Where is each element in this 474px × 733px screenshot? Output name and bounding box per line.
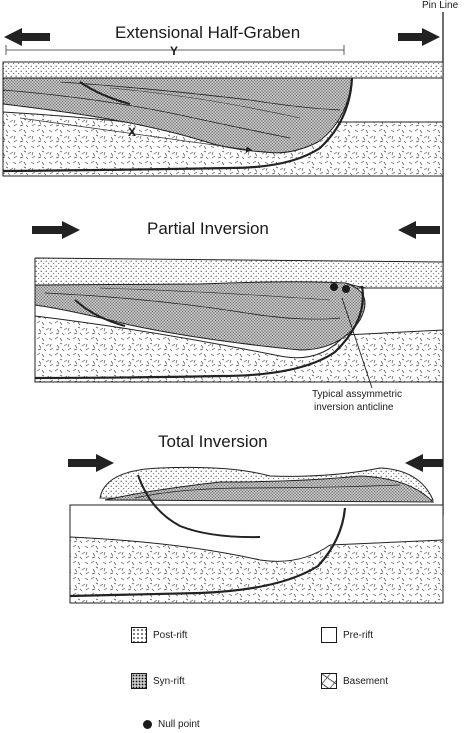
legend-item-syn-rift: Syn-rift bbox=[131, 673, 185, 689]
antithetic-fault bbox=[79, 81, 131, 105]
pre-rift-swatch bbox=[321, 627, 337, 643]
legend-item-null-point: Null point bbox=[143, 719, 200, 730]
legend-item-pre-rift: Pre-rift bbox=[321, 627, 373, 643]
null-point-marker bbox=[330, 283, 338, 291]
basement-swatch bbox=[321, 673, 337, 689]
antithetic-fault bbox=[74, 299, 126, 327]
syn-rift-wedge bbox=[34, 281, 366, 351]
basement-block bbox=[69, 536, 444, 604]
null-point-icon bbox=[143, 720, 152, 729]
total-panel: Total Inversion bbox=[68, 432, 444, 604]
legend-label-post-rift: Post-rift bbox=[153, 629, 188, 641]
arrow-right-icon bbox=[398, 28, 440, 46]
post-rift-layer bbox=[2, 61, 444, 79]
arrow-right-icon bbox=[32, 221, 80, 239]
arrow-left-icon bbox=[4, 28, 50, 46]
annotation-leader bbox=[341, 297, 373, 389]
antithetic-fault bbox=[137, 474, 261, 539]
legend-label-basement: Basement bbox=[343, 675, 389, 687]
label-y: Y bbox=[170, 44, 178, 58]
master-fault bbox=[2, 77, 354, 173]
partial-panel: Partial Inversion Typical assymmetric in… bbox=[32, 219, 444, 413]
extensional-panel: Extensional Half-Graben Y X bbox=[2, 23, 444, 177]
post-rift-swatch bbox=[131, 627, 147, 643]
arrow-left-icon bbox=[405, 454, 443, 472]
legend-label-pre-rift: Pre-rift bbox=[343, 629, 373, 641]
syn-rift-wedge bbox=[2, 77, 353, 154]
legend-label-syn-rift: Syn-rift bbox=[153, 675, 185, 687]
legend-item-basement: Basement bbox=[321, 673, 388, 689]
null-point-marker bbox=[342, 285, 350, 293]
annotation-line-1: Typical assymmetric bbox=[312, 389, 402, 400]
syn-rift-wedge bbox=[104, 475, 435, 503]
master-fault bbox=[69, 507, 347, 598]
syn-rift-swatch bbox=[131, 673, 147, 689]
legend-item-post-rift: Post-rift bbox=[131, 627, 187, 643]
arrow-left-icon bbox=[398, 221, 440, 239]
annotation-line-2: inversion anticline bbox=[314, 402, 394, 413]
master-fault bbox=[34, 285, 364, 380]
pin-line-label: Pin Line bbox=[422, 0, 459, 11]
legend-label-null-point: Null point bbox=[158, 719, 200, 730]
arrow-right-icon bbox=[68, 454, 114, 472]
panel-title-partial: Partial Inversion bbox=[147, 219, 269, 238]
label-x: X bbox=[128, 125, 136, 139]
panel-title-total: Total Inversion bbox=[158, 432, 268, 451]
panel-title-extensional: Extensional Half-Graben bbox=[115, 23, 300, 42]
